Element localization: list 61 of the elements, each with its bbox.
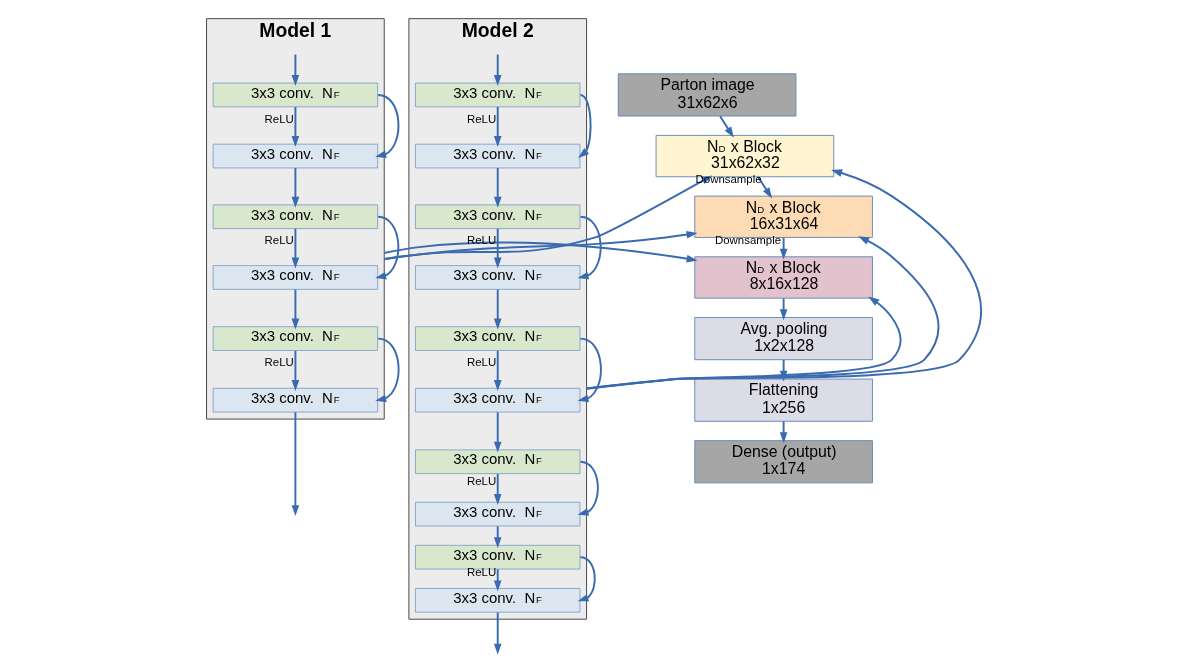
arrow	[577, 460, 599, 516]
node-box: 3x3 conv. NF	[212, 265, 379, 290]
edge-label: ReLU	[264, 356, 294, 369]
node-box: ND x Block 8x16x128	[694, 256, 873, 299]
arrow	[585, 169, 982, 390]
arrow	[585, 236, 940, 390]
node-box: 3x3 conv. NF	[415, 82, 581, 108]
arrow	[291, 349, 300, 392]
edge-label: ReLU	[466, 474, 497, 487]
arrow	[291, 227, 300, 269]
node-box: 3x3 conv. NF	[415, 204, 581, 230]
arrow	[779, 297, 788, 321]
node-box: 3x3 conv. NF	[212, 204, 379, 230]
arrow	[493, 349, 502, 392]
edge-label: ReLU	[466, 112, 497, 125]
arrow	[493, 525, 502, 549]
node-box: 3x3 conv. NF	[212, 326, 379, 351]
arrow	[493, 167, 502, 208]
arrow	[493, 106, 502, 147]
arrow	[291, 167, 300, 208]
node-box: Parton image 31x62x6	[617, 73, 797, 117]
arrow	[577, 556, 596, 602]
arrow	[291, 53, 300, 86]
node-box: 3x3 conv. NF	[415, 501, 581, 527]
arrow	[291, 288, 300, 330]
node-box: 3x3 conv. NF	[415, 449, 581, 475]
node-box: 3x3 conv. NF	[212, 387, 379, 413]
arrow	[375, 215, 400, 280]
edge-label: ReLU	[264, 112, 294, 125]
edge-label: ReLU	[466, 356, 497, 369]
arrow	[719, 115, 734, 138]
arrow	[585, 296, 902, 390]
arrow	[493, 411, 502, 453]
arrow	[577, 337, 602, 403]
node-box: 3x3 conv. NF	[415, 587, 581, 613]
arrow	[493, 472, 502, 505]
arrow	[577, 215, 602, 280]
edge-label: ReLU	[264, 234, 294, 247]
arrow	[779, 420, 788, 444]
node-box: 3x3 conv. NF	[415, 326, 581, 351]
arrow	[493, 53, 502, 86]
arrow	[383, 241, 698, 263]
node-box: 3x3 conv. NF	[415, 265, 581, 290]
node-box: 3x3 conv. NF	[212, 82, 379, 108]
arrow	[578, 93, 592, 158]
node-box: 3x3 conv. NF	[415, 387, 581, 413]
arrow	[291, 106, 300, 147]
node-box: 3x3 conv. NF	[415, 143, 581, 169]
arrow	[493, 568, 502, 592]
arrow	[779, 236, 788, 260]
node-box: Flattening 1x256	[694, 378, 873, 422]
arrow	[291, 411, 300, 517]
arrow	[383, 230, 698, 261]
node-box: Avg. pooling 1x2x128	[694, 317, 873, 361]
arrow	[493, 227, 502, 269]
arrow	[493, 288, 502, 330]
arrow	[493, 611, 502, 655]
node-box: 3x3 conv. NF	[212, 143, 379, 169]
arrow	[375, 93, 400, 159]
node-box: Dense (output) 1x174	[694, 440, 873, 484]
arrow	[375, 337, 400, 403]
